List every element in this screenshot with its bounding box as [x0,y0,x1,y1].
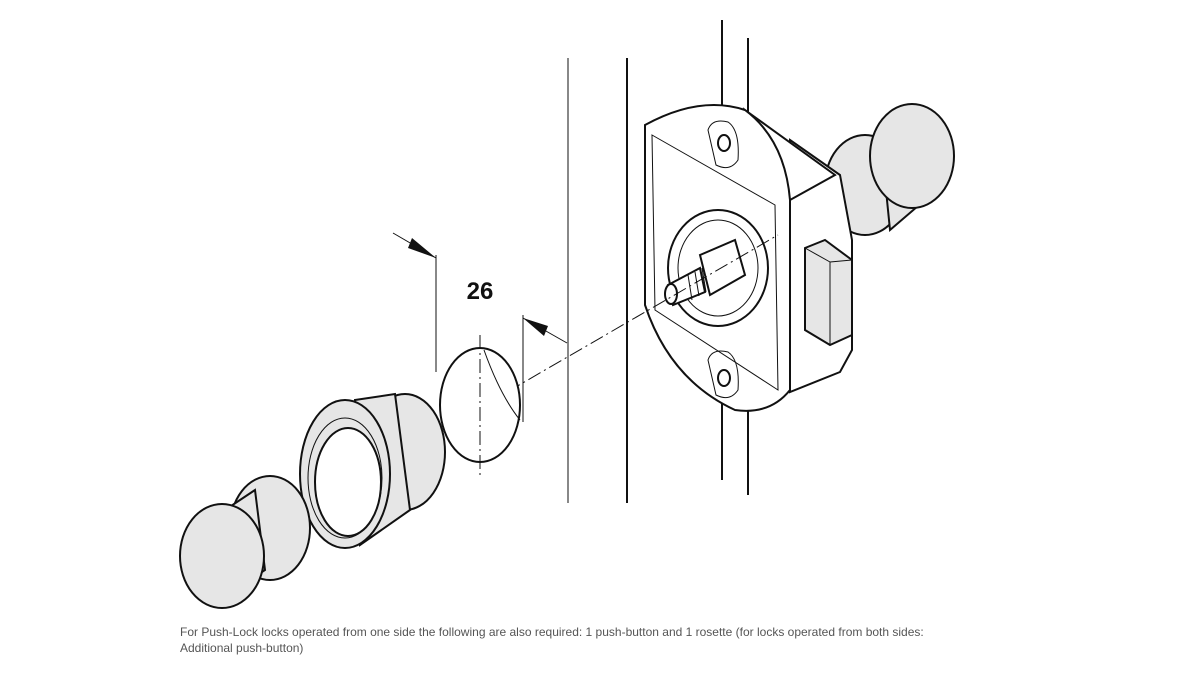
lock-body [644,104,853,412]
push-button [179,475,311,609]
dimension-26: 26 [392,232,568,422]
rosette [299,392,446,549]
center-axis [299,234,779,513]
dimension-label: 26 [467,278,494,305]
caption: For Push-Lock locks operated from one si… [180,625,924,655]
drill-hole [439,335,521,475]
